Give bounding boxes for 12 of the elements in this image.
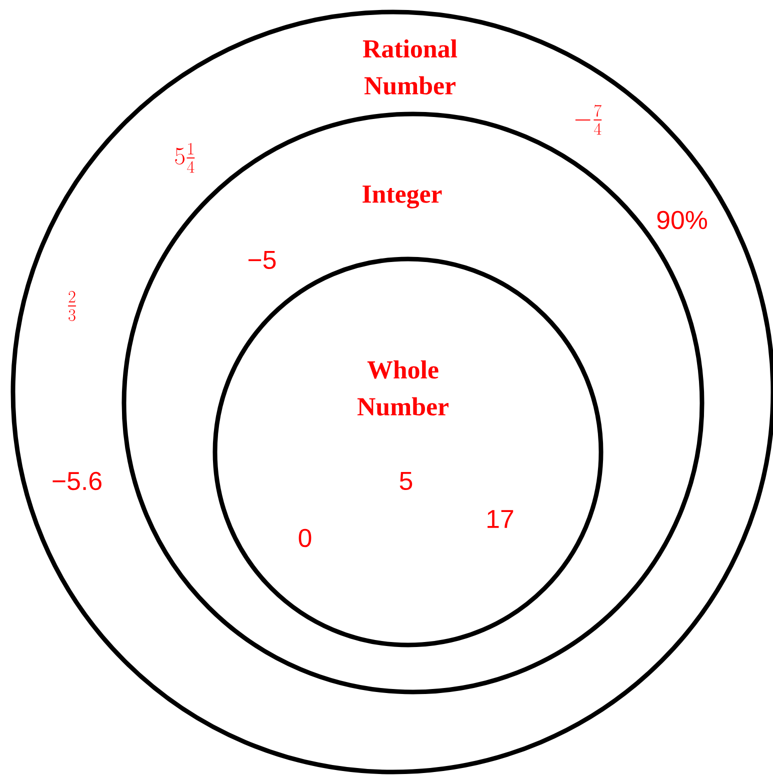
number-label: −5.6 xyxy=(52,472,102,490)
number-label: $5\tfrac{1}{4}$ xyxy=(175,143,195,173)
set-label: Whole Number xyxy=(357,360,448,416)
number-label: 17 xyxy=(488,510,514,528)
number-label: $\tfrac{2}{3}$ xyxy=(68,291,76,321)
number-label: 90% xyxy=(657,210,707,230)
number-label: 0 xyxy=(298,528,312,548)
set-label: Integer xyxy=(362,186,442,208)
set-label: Rational Number xyxy=(362,39,458,95)
number-label: $-\tfrac{7}{4}$ xyxy=(575,104,602,135)
number-label: 5 xyxy=(400,472,412,490)
number-label: −5 xyxy=(248,250,276,270)
